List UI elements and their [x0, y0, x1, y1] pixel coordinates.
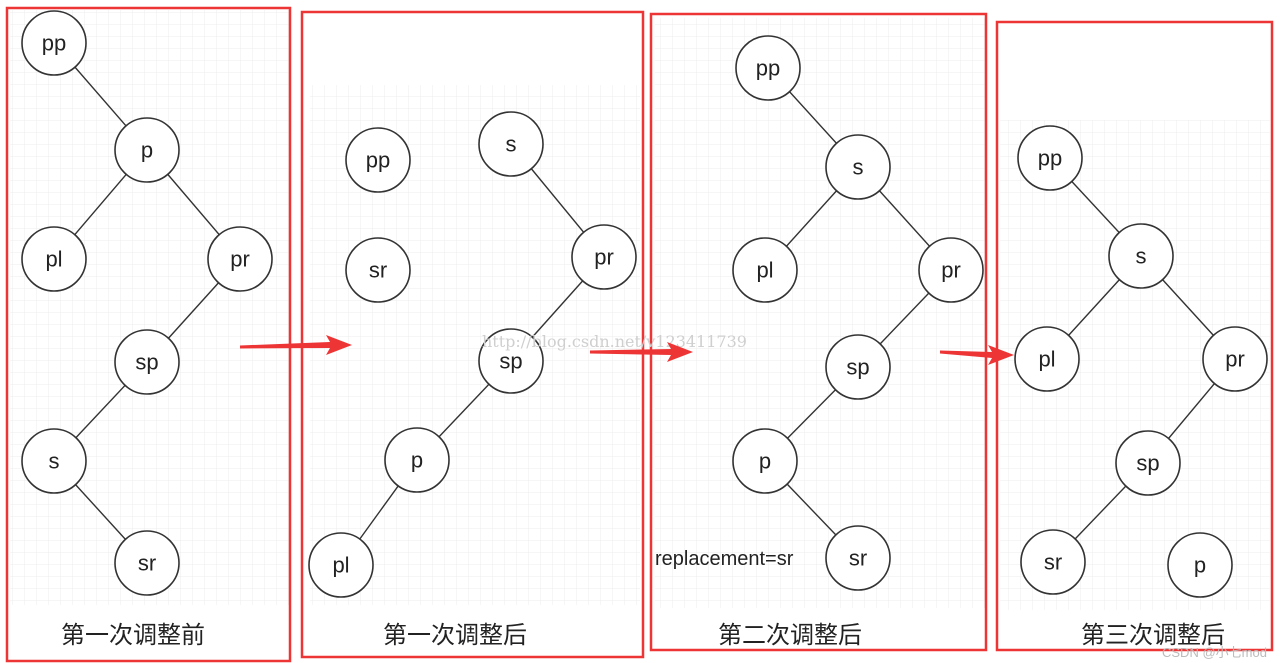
tree-node-pr: pr [918, 237, 984, 303]
tree-node-s: s [825, 134, 891, 200]
node-label: sr [849, 546, 867, 571]
arrow-icon [940, 345, 1014, 365]
tree-node-sp: sp [478, 328, 544, 394]
tree-node-pr: pr [1202, 326, 1268, 392]
tree-node-sr: sr [825, 525, 891, 591]
node-label: sr [1044, 550, 1062, 575]
tree-node-p: p [114, 117, 180, 183]
grid-background [10, 10, 290, 605]
panel-4-border [995, 20, 1274, 652]
tree-node-s: s [21, 428, 87, 494]
tree-node-pl: pl [308, 532, 374, 598]
tree-node-s: s [478, 111, 544, 177]
node-label: s [1136, 244, 1147, 269]
arrow-icon [590, 342, 693, 362]
grid-background [655, 18, 985, 608]
tree-node-pp: pp [345, 127, 411, 193]
caption-panel-2: 第一次调整后 [383, 621, 527, 649]
node-label: pr [941, 258, 961, 283]
node-label: s [506, 132, 517, 157]
tree-node-pp: pp [21, 10, 87, 76]
tree-node-sp: sp [1115, 430, 1181, 496]
tree-node-p: p [384, 427, 450, 493]
node-label: sp [135, 350, 158, 375]
tree-node-sp: sp [114, 329, 180, 395]
tree-node-pl: pl [732, 237, 798, 303]
tree-node-p: p [1167, 532, 1233, 598]
arrow-icon [240, 335, 352, 355]
node-label: pl [45, 247, 62, 272]
node-label: sp [1136, 451, 1159, 476]
tree-node-sr: sr [345, 237, 411, 303]
node-label: pp [42, 31, 66, 56]
panel-3-border [649, 12, 988, 652]
csdn-credit: CSDN @小七mod [1162, 645, 1267, 660]
tree-node-pp: pp [735, 35, 801, 101]
tree-node-sp: sp [825, 334, 891, 400]
watermark: http://blog.csdn.net/v123411739 [482, 332, 747, 351]
node-label: pp [1038, 146, 1062, 171]
tree-node-sr: sr [1020, 529, 1086, 595]
node-label: pp [366, 148, 390, 173]
caption-panel-4: 第三次调整后 [1081, 621, 1225, 649]
node-label: s [853, 155, 864, 180]
node-label: sp [499, 349, 522, 374]
panel-2-border [300, 10, 645, 659]
caption-panel-3: 第二次调整后 [718, 621, 862, 649]
node-label: p [141, 138, 153, 163]
tree-node-s: s [1108, 223, 1174, 289]
panel-1-border [5, 6, 292, 663]
tree-node-pr: pr [207, 226, 273, 292]
tree-node-pl: pl [1014, 326, 1080, 392]
node-label: pl [332, 553, 349, 578]
node-label: pr [594, 245, 614, 270]
node-label: p [1194, 553, 1206, 578]
replacement-note: replacement=sr [655, 548, 794, 570]
caption-panel-1: 第一次调整前 [61, 621, 205, 649]
tree-node-sr: sr [114, 530, 180, 596]
node-label: p [759, 449, 771, 474]
tree-node-pl: pl [21, 226, 87, 292]
node-label: s [49, 449, 60, 474]
node-label: pp [756, 56, 780, 81]
node-label: pr [1225, 347, 1245, 372]
node-label: p [411, 448, 423, 473]
tree-node-p: p [732, 428, 798, 494]
node-label: sp [846, 355, 869, 380]
tree-node-pr: pr [571, 224, 637, 290]
node-label: sr [138, 551, 156, 576]
node-label: pr [230, 247, 250, 272]
tree-node-pp: pp [1017, 125, 1083, 191]
node-label: pl [1038, 347, 1055, 372]
node-label: pl [756, 258, 773, 283]
node-label: sr [369, 258, 387, 283]
